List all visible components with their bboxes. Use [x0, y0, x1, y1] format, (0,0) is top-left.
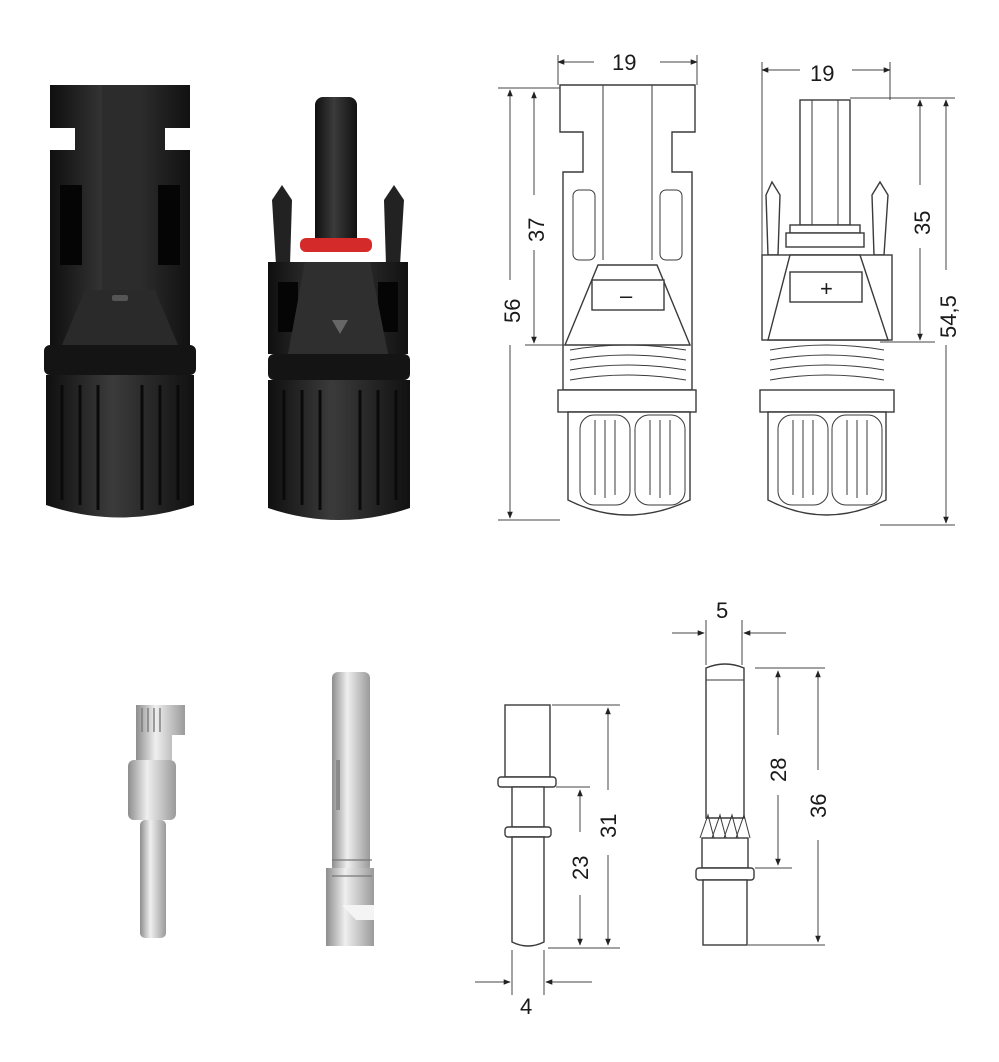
male-connector-drawing: +: [759, 99, 895, 516]
male-connector-photo: [268, 97, 410, 520]
minus-marking: –: [620, 283, 633, 308]
male-inner-height-label: 35: [910, 211, 935, 235]
female-contact-inner-label: 23: [568, 856, 593, 880]
seal-ring: [300, 238, 372, 252]
plus-marking: +: [820, 276, 833, 301]
male-connector-dimensions: 19 54,5 35: [761, 61, 961, 526]
male-contact-drawing: [695, 663, 755, 946]
male-total-height-label: 54,5: [936, 295, 961, 338]
male-contact-photo: [326, 672, 374, 946]
female-contact-diameter-label: 4: [520, 994, 532, 1019]
female-connector-drawing: –: [557, 84, 697, 516]
female-contact-photo: [128, 705, 185, 938]
male-width-label: 19: [810, 61, 834, 86]
female-inner-height-label: 37: [524, 218, 549, 242]
female-contact-drawing: [497, 704, 557, 947]
female-width-label: 19: [612, 50, 636, 75]
female-total-height-label: 56: [500, 299, 525, 323]
male-contact-diameter-label: 5: [716, 598, 728, 623]
female-contact-total-label: 31: [596, 814, 621, 838]
male-contact-inner-label: 28: [766, 758, 791, 782]
male-contact-total-label: 36: [806, 794, 831, 818]
male-contact-dimensions: 5 36 28: [672, 598, 831, 946]
female-connector-dimensions: 19 56 37: [498, 50, 698, 521]
female-connector-photo: [44, 85, 196, 518]
female-contact-dimensions: 31 23 4: [475, 704, 621, 1019]
